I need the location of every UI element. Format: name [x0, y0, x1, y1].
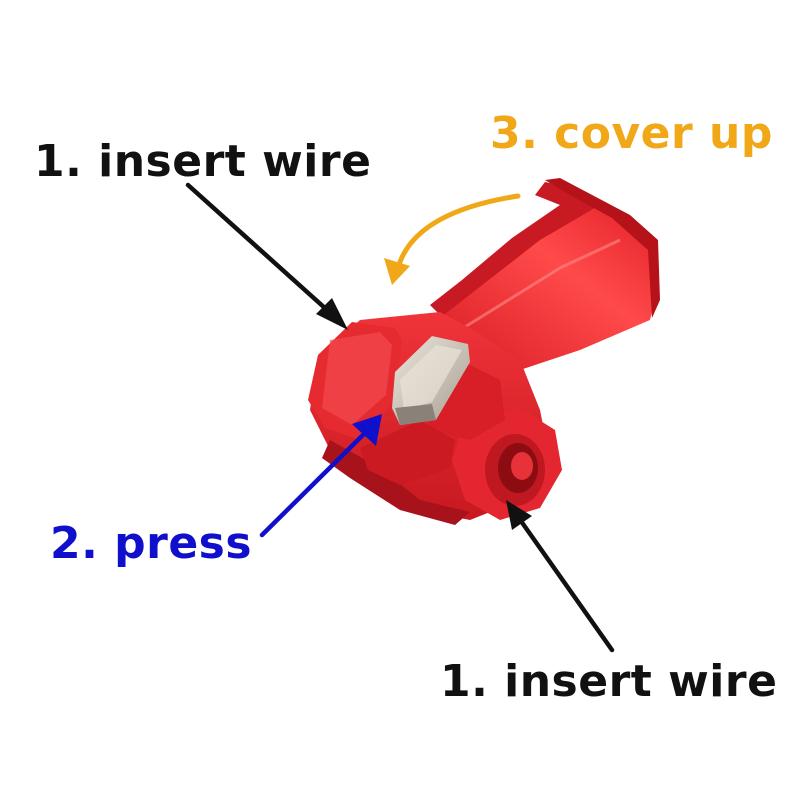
- arrow-press: [259, 414, 382, 538]
- connector-cover-flap: [430, 178, 660, 370]
- arrow-insert-wire-bottom: [506, 500, 615, 653]
- label-insert-wire-top: 1. insert wire: [34, 136, 372, 187]
- label-press: 2. press: [50, 518, 253, 569]
- label-cover-up: 3. cover up: [490, 108, 773, 159]
- label-insert-wire-bottom: 1. insert wire: [440, 656, 778, 707]
- arrow-insert-wire-top: [185, 182, 348, 330]
- arrow-cover-up: [384, 193, 521, 285]
- connector-body: [308, 312, 562, 525]
- metal-blade: [392, 336, 470, 425]
